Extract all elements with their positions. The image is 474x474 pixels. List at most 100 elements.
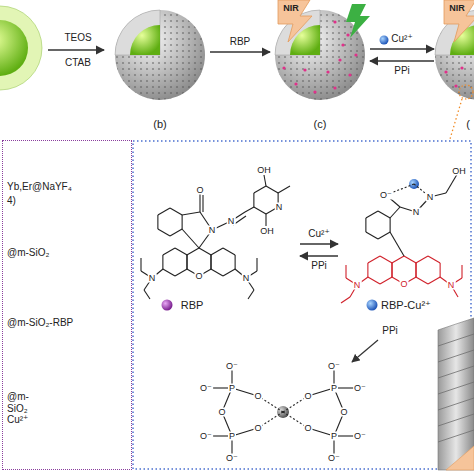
atom-label: O⁻ (225, 454, 239, 463)
chemical-bond (235, 269, 246, 278)
chemical-bond (233, 216, 246, 225)
atom-label: O (253, 424, 262, 433)
chemical-bond (266, 186, 278, 193)
nir-bolt (444, 0, 474, 42)
chemical-bond (334, 387, 360, 388)
chemical-bond (186, 255, 187, 269)
chemical-bond (206, 435, 232, 436)
chemical-bond (278, 193, 279, 207)
scheme-panel (133, 141, 471, 469)
chemical-bond (392, 277, 404, 284)
atom-label: N (412, 208, 421, 217)
panel-label: Yb,Er@NaYF₄ (7, 181, 72, 193)
reagent-label: Cu²⁺ (307, 229, 330, 239)
chemical-bond (341, 297, 350, 303)
atom-label: O (195, 186, 204, 195)
molecule: RBP (140, 165, 298, 318)
chemical-bond (365, 218, 366, 232)
atom-label: O⁻ (225, 362, 239, 371)
molecule: RBP-Cu²⁺ (340, 165, 474, 318)
chemical-bond (333, 366, 334, 388)
atom-label: N (353, 281, 362, 290)
chemical-bond (368, 256, 380, 263)
atom-label: N (242, 274, 251, 283)
shell (0, 6, 42, 90)
chemical-bond (378, 211, 390, 218)
chemical-bond (416, 256, 428, 263)
chemical-bond (368, 277, 380, 284)
core (130, 25, 160, 55)
chemical-bond (222, 412, 232, 436)
zoom-circle (459, 85, 473, 99)
chemical-bond (157, 215, 158, 229)
chemical-bond (367, 263, 368, 277)
chemical-bond (144, 290, 150, 299)
chemical-bond (386, 195, 400, 207)
atom-label: O (194, 272, 203, 281)
chemical-bond (404, 256, 416, 263)
chemical-bond (392, 256, 404, 263)
chemical-bond (308, 388, 334, 396)
process-label: NIR (448, 4, 466, 13)
chemical-bond (245, 207, 254, 212)
coordination-bond (283, 396, 308, 412)
chemical-bond (231, 436, 232, 458)
atom-label: P (228, 432, 236, 441)
chemical-bond (246, 278, 254, 290)
chemical-bond (158, 229, 170, 236)
atom-label: OH (256, 166, 272, 175)
pore-zoom (438, 318, 474, 470)
chemical-bond (158, 208, 170, 215)
atom-label: O (217, 408, 226, 417)
chemical-bond (366, 211, 378, 218)
chemical-bond (334, 412, 344, 436)
nir-bolt (278, 0, 312, 42)
cutaway (115, 10, 160, 55)
chemical-bond (430, 193, 446, 197)
atom-label: O⁻ (379, 191, 393, 200)
chemical-bond (248, 290, 254, 299)
pores (115, 10, 205, 100)
chemical-bond (451, 285, 458, 297)
chemical-bond (182, 215, 183, 229)
chemical-bond (334, 388, 344, 412)
chemical-bond (253, 193, 254, 207)
chemical-bond (152, 269, 163, 278)
coordination-bond (386, 184, 414, 195)
chemical-bond (170, 208, 182, 215)
atom-label: P (330, 432, 338, 441)
chemical-bond (256, 258, 257, 271)
chemical-bond (416, 197, 430, 212)
chemical-bond (390, 218, 391, 232)
chemical-bond (223, 269, 235, 276)
chemical-bond (211, 269, 223, 276)
chemical-bond (202, 195, 203, 212)
chemical-bond (175, 269, 187, 276)
chemical-bond (141, 271, 152, 278)
chemical-bond (199, 248, 211, 255)
reagent-label: PPi (381, 326, 399, 336)
node-label: (b) (153, 118, 166, 131)
atom-label: N (227, 217, 236, 226)
chemical-bond (357, 277, 368, 285)
atom-label: O (399, 280, 408, 289)
chemical-bond (231, 366, 232, 388)
chemical-bond (187, 248, 199, 255)
atom-label: O⁻ (353, 432, 367, 441)
reaction-arrow (300, 255, 338, 256)
chemical-bond (212, 221, 231, 230)
chemical-bond (231, 212, 245, 221)
chemical-bond (392, 263, 393, 277)
chemical-bond (278, 186, 290, 193)
chemical-bond (346, 278, 357, 285)
reagent-label: RBP (229, 37, 252, 47)
legend-panel: Yb,Er@NaYF₄4)@m-SiO₂@m-SiO₂-RBP@m-SiO₂ C… (2, 140, 132, 470)
core (0, 20, 28, 76)
node-label: RBP-Cu²⁺ (381, 299, 431, 312)
chemical-bond (182, 212, 200, 215)
emission-bolt (346, 4, 370, 38)
chemical-bond (366, 232, 378, 239)
